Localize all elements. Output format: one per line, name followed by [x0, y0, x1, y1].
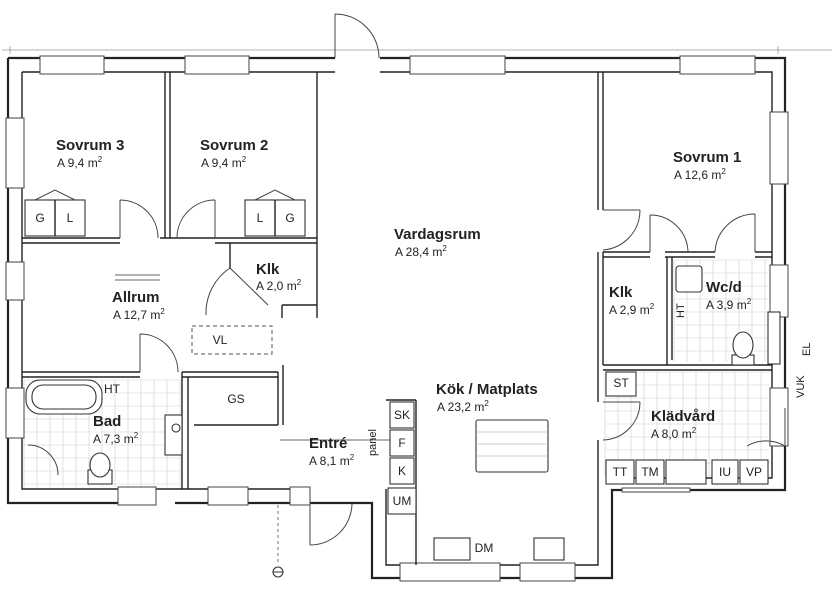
room-sovrum2-area: A 9,4 m2	[201, 155, 247, 170]
sink-kitchen	[433, 537, 471, 561]
room-entre-area: A 8,1 m2	[309, 453, 355, 468]
room-klk-right-area: A 2,9 m2	[609, 302, 655, 317]
fixture-vl: VL	[212, 333, 228, 347]
room-bad-name: Bad	[93, 413, 122, 430]
room-klk-small-area: A 2,0 m2	[256, 278, 302, 293]
room-sovrum2-name: Sovrum 2	[200, 137, 269, 154]
fixture-iu: IU	[719, 465, 731, 479]
room-allrum-name: Allrum	[112, 289, 160, 306]
fixture-panel: panel	[367, 429, 379, 456]
room-allrum-area: A 12,7 m2	[113, 307, 165, 322]
fixture-st: ST	[613, 376, 629, 390]
bathtub	[25, 379, 103, 415]
room-kok-name: Kök / Matplats	[436, 381, 538, 398]
fixture-gs: GS	[227, 392, 245, 406]
room-kladvard-name: Klädvård	[651, 408, 716, 425]
fixture-dm: DM	[474, 541, 494, 555]
room-sovrum1-name: Sovrum 1	[673, 149, 742, 166]
room-entre-name: Entré	[309, 435, 348, 452]
room-kok-area: A 23,2 m2	[437, 399, 489, 414]
wardrobes	[24, 189, 306, 237]
fixture-g2: G	[285, 211, 295, 225]
room-sovrum3-name: Sovrum 3	[56, 137, 125, 154]
room-klk-right-name: Klk	[609, 284, 633, 301]
room-sovrum1-area: A 12,6 m2	[674, 167, 726, 182]
fixture-el: EL	[801, 342, 813, 356]
stove	[533, 537, 565, 561]
doors	[119, 13, 786, 546]
room-wcd-name: Wc/d	[706, 279, 742, 296]
fixture-vp: VP	[745, 465, 762, 479]
fixture-f: F	[398, 436, 406, 450]
windows	[5, 55, 789, 582]
fixture-ht-wc: HT	[675, 303, 687, 318]
fixture-vuk: VUK	[795, 375, 807, 398]
room-klk-small-name: Klk	[256, 261, 280, 278]
fixture-l1: L	[66, 211, 74, 225]
entre-cabinets	[387, 401, 417, 515]
fixture-um: UM	[392, 494, 412, 508]
fixture-l2: L	[256, 211, 264, 225]
fixture-tt: TT	[612, 465, 628, 479]
fixture-sk: SK	[393, 408, 410, 422]
el-cabinet	[767, 311, 781, 365]
fixture-ht-bad: HT	[104, 382, 120, 396]
room-bad-area: A 7,3 m2	[93, 431, 139, 446]
interior-walls	[22, 72, 772, 565]
sink-wc	[675, 265, 703, 293]
room-vardagsrum-name: Vardagsrum	[394, 226, 481, 243]
vl-outline	[191, 325, 273, 355]
toilet-bad	[87, 452, 113, 485]
fixture-g1: G	[35, 211, 45, 225]
toilet-wc	[731, 331, 755, 366]
room-wcd-area: A 3,9 m2	[706, 297, 752, 312]
room-sovrum3-area: A 9,4 m2	[57, 155, 103, 170]
fixture-k: K	[397, 464, 406, 478]
room-vardagsrum-area: A 28,4 m2	[395, 244, 447, 259]
room-kladvard-area: A 8,0 m2	[651, 426, 697, 441]
sink-bad	[164, 414, 183, 456]
kladvard-machines	[605, 371, 769, 485]
fixture-tm: TM	[641, 465, 659, 479]
kitchen-island	[475, 419, 549, 473]
